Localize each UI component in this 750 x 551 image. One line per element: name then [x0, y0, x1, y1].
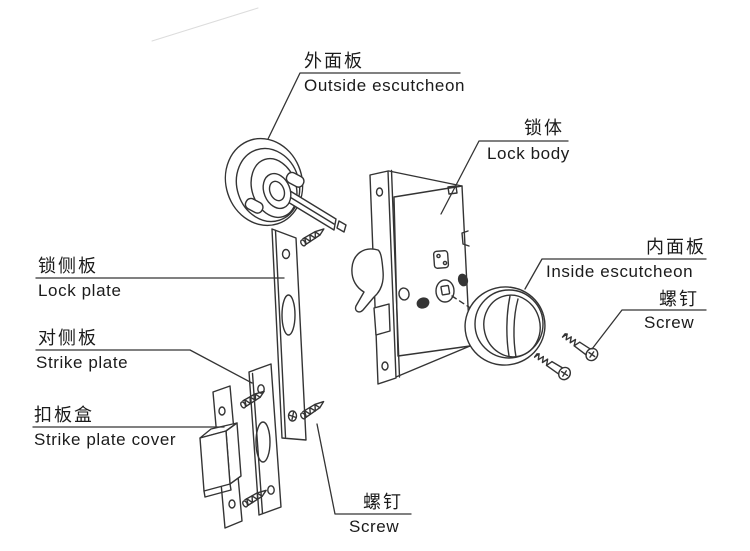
leader-outside-escutcheon	[267, 72, 461, 140]
label-strike-plate-cover-zh: 扣板盒	[34, 405, 94, 425]
thumb-turn	[506, 295, 511, 357]
label-screw-bottom-en: Screw	[349, 517, 400, 536]
assembly-axis-dashed-line	[451, 295, 479, 314]
label-lock-plate-zh: 锁侧板	[38, 256, 98, 276]
label-strike-plate-zh: 对侧板	[38, 328, 98, 348]
label-strike-plate-cover-en: Strike plate cover	[34, 430, 177, 449]
leader-lines	[32, 72, 707, 515]
strike-plate-cover-part	[199, 385, 243, 529]
label-lock-body-en: Lock body	[487, 144, 570, 163]
scan-artifact-line	[151, 7, 259, 42]
label-inside-escutcheon-en: Inside escutcheon	[546, 262, 694, 281]
label-screw-bottom-zh: 螺钉	[363, 492, 403, 512]
label-screw-right-en: Screw	[644, 313, 695, 332]
label-strike-plate-en: Strike plate	[36, 353, 129, 372]
lock-body-part	[351, 169, 479, 385]
inside-escutcheon-part	[464, 286, 546, 366]
leader-strike-plate	[35, 349, 253, 384]
label-lock-body-zh: 锁体	[524, 118, 564, 138]
outside-escutcheon-part	[224, 137, 347, 233]
machine-screw-2	[531, 349, 574, 383]
label-lock-plate-en: Lock plate	[38, 281, 122, 300]
label-outside-escutcheon-zh: 外面板	[304, 51, 364, 71]
leader-screw-right	[591, 309, 707, 350]
label-screw-right-zh: 螺钉	[659, 289, 699, 309]
hook-bolt	[351, 248, 384, 313]
lock-plate-part	[271, 228, 307, 441]
label-inside-escutcheon-zh: 内面板	[646, 237, 706, 257]
leader-inside-escutcheon	[524, 258, 707, 290]
strike-plate-part	[248, 363, 282, 516]
label-outside-escutcheon-en: Outside escutcheon	[304, 76, 466, 95]
leader-screw-bottom	[316, 423, 412, 515]
leader-lock-body	[440, 140, 569, 215]
wood-screw-spindle	[298, 226, 327, 248]
